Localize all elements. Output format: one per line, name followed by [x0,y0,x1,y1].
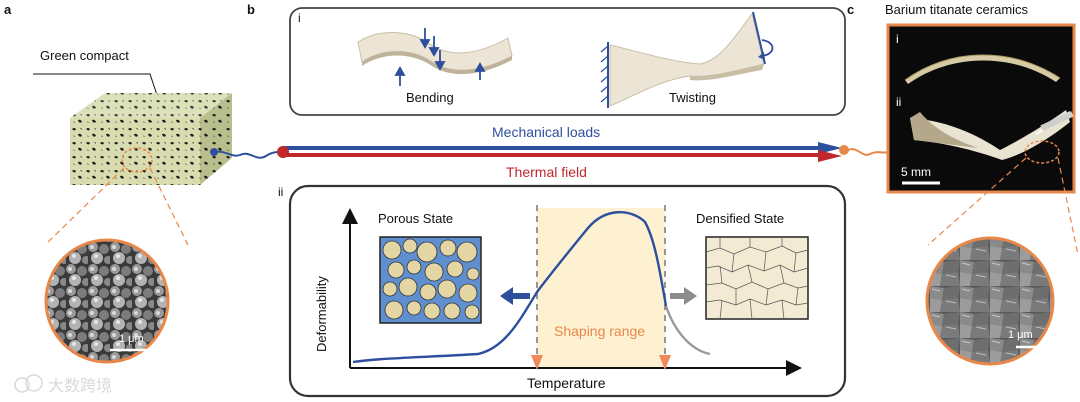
loads-panel-box [289,7,846,116]
photo-zoom-line-left [927,157,1027,246]
thermal-field-label: Thermal field [506,164,587,180]
arrow-origin-node [277,146,289,158]
panel-c-title: Barium titanate ceramics [885,2,1029,17]
sem-image-dense: 1 μm [925,236,1055,366]
x-axis-label: Temperature [527,375,606,391]
twisting-label: Twisting [669,90,716,105]
panel-letter-a: a [4,2,12,17]
deformability-curve-tail [664,305,711,356]
porous-direction-arrow [500,287,530,305]
porous-state-label: Porous State [378,211,453,226]
photo-label-i: i [896,32,899,46]
densified-state-illustration [705,236,809,320]
zoom-line-left [44,167,125,246]
panel-b-i-roman: i [298,11,301,25]
green-compact-block [70,93,232,185]
mechanical-loads-label: Mechanical loads [492,124,600,140]
connector-node-left [210,148,218,156]
twisting-sheet [600,11,774,108]
connector-cable-right [847,148,889,156]
photo-zoom-marker [1024,140,1060,164]
label-leader-line [33,73,159,99]
deformability-curve [352,210,668,364]
zoom-region-marker [121,147,153,173]
range-marker-left [531,355,543,370]
thermal-arrowhead [818,150,842,162]
photo-scale-label: 5 mm [901,165,931,179]
range-marker-right [659,355,671,370]
scale-bar-label-right: 1 μm [1008,329,1033,341]
green-compact-label: Green compact [40,48,129,63]
y-axis-label: Deformability [314,276,329,352]
mechanical-arrowhead [818,142,842,154]
panel-b-ii-roman: ii [278,185,283,199]
connector-cable-left [213,150,283,159]
zoom-line-right [149,167,189,246]
densified-direction-arrow [670,287,697,305]
sem-image-green: 1 μm [44,238,170,364]
watermark: 大数跨境 [14,374,112,395]
photo-label-ii: ii [896,95,901,109]
shaping-range-region [537,208,665,368]
panel-letter-b: b [247,2,255,17]
panel-letter-c: c [847,2,854,17]
photo-zoom-line-right [1057,157,1079,256]
arrow-end-node [839,145,849,155]
bending-label: Bending [406,90,454,105]
ceramics-photo [886,23,1076,194]
densified-state-label: Densified State [696,211,784,226]
watermark-text: 大数跨境 [48,376,112,395]
bending-sheet [357,28,513,86]
shaping-range-label: Shaping range [554,323,645,339]
scale-bar-label-left: 1 μm [119,333,144,345]
porous-state-illustration [379,236,482,324]
